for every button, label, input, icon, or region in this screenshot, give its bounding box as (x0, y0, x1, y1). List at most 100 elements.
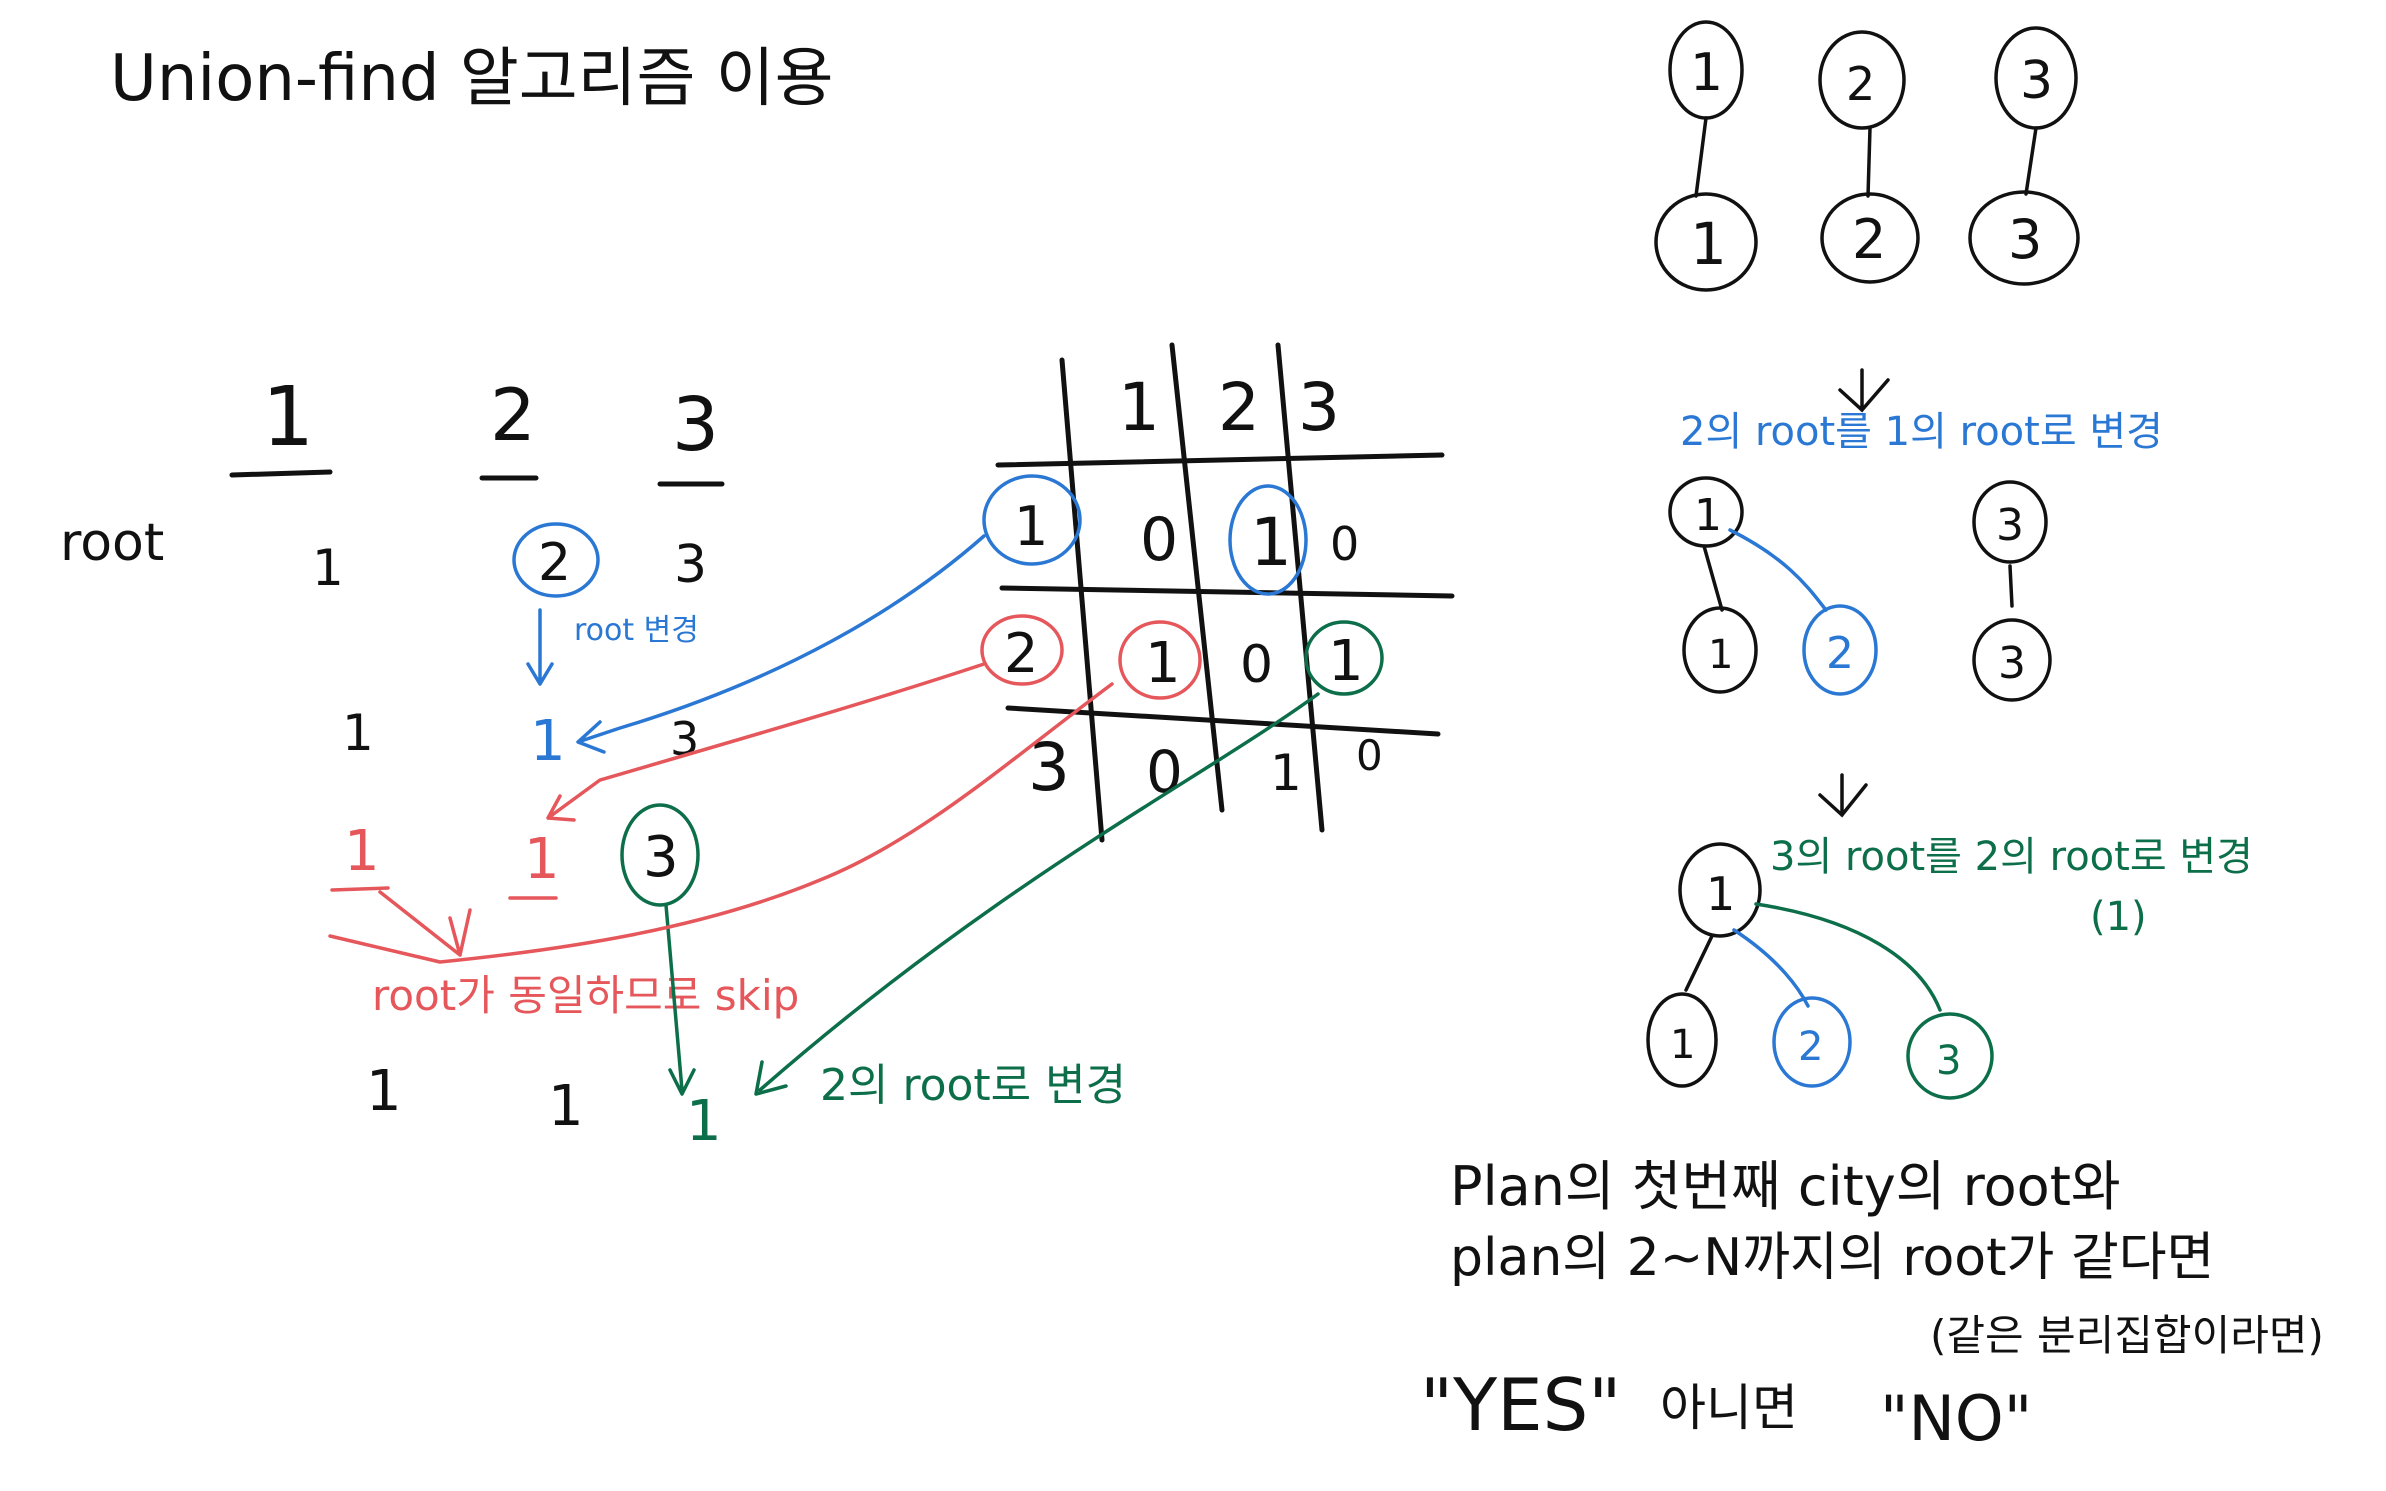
cell-2-1: 1 (1145, 631, 1181, 696)
arrow-blue-connector (576, 534, 986, 754)
tree0-child-label-3: 3 (2008, 208, 2042, 271)
tree0-child-label-2: 2 (1852, 208, 1886, 271)
tree-label-2-sub: (1) (2090, 894, 2147, 940)
grid-hline-1 (995, 452, 1445, 468)
tree0-edge-2 (1866, 126, 1872, 198)
arrow-red-connector-2 (328, 682, 1114, 964)
step-marker-2 (1818, 773, 1868, 818)
tree-initial: 1 1 2 2 3 3 (1654, 20, 2080, 292)
circle-cell-1-2 (1228, 484, 1308, 596)
matrix-col-2: 2 (1218, 369, 1260, 446)
header-underline-1 (229, 469, 333, 478)
cell-1-2: 1 (1250, 504, 1292, 581)
root-step1-2: 1 (530, 709, 566, 774)
tree1-child-a2 (1802, 604, 1878, 696)
tree2-root (1678, 842, 1762, 938)
tree1-root-b-label: 3 (1996, 500, 2024, 551)
tree-state2: 1 1 2 3 (1646, 842, 1994, 1100)
tree0-edge-1 (1694, 116, 1708, 198)
cell-1-3: 0 (1330, 517, 1359, 571)
tree1-root-b (1972, 480, 2048, 564)
conclusion-line-3: (같은 분리집합이라면) (1930, 1311, 2324, 1360)
cell-1-1: 0 (1140, 505, 1178, 575)
cell-2-2: 0 (1240, 635, 1273, 695)
tree1-edge-a2 (1728, 528, 1828, 612)
tree0-root-label-1: 1 (1690, 43, 1723, 103)
circle-row-1 (982, 474, 1082, 566)
tree1-edge-a1 (1702, 544, 1724, 612)
matrix-row-3: 3 (1028, 729, 1070, 806)
tree2-edge-1 (1684, 934, 1714, 992)
conclusion-line-2: plan의 2~N까지의 root가 같다면 (1450, 1228, 2214, 1288)
root-table: 1 2 3 root 1 2 3 root 변경 1 1 3 1 1 3 roo… (60, 370, 1126, 1154)
conclusion-else: 아니면 (1660, 1379, 1798, 1437)
tree2-child-2 (1772, 996, 1852, 1088)
cell-2-3: 1 (1328, 629, 1364, 694)
circle-root-3 (620, 803, 700, 907)
tree2-root-label: 1 (1706, 867, 1735, 921)
adjacency-matrix: 1 2 3 1 2 3 0 1 0 1 0 1 0 1 0 (980, 342, 1455, 843)
tree-label-1: 2의 root를 1의 root로 변경 (1680, 409, 2163, 455)
root-change-note-green: 2의 root로 변경 (820, 1060, 1126, 1111)
circle-root-2 (512, 522, 600, 598)
conclusion-yes: "YES" (1420, 1363, 1621, 1447)
tree0-edge-3 (2024, 126, 2038, 196)
step2-underline-1 (330, 886, 390, 892)
cell-3-2: 1 (1270, 744, 1302, 802)
tree1-root-a-label: 1 (1694, 490, 1722, 541)
conclusion: Plan의 첫번째 city의 root와 plan의 2~N까지의 root가… (1420, 1155, 2324, 1455)
tree1-child-a1 (1682, 606, 1758, 694)
grid-vline-1 (1059, 357, 1105, 843)
root-step0-1: 1 (312, 539, 344, 597)
tree1-edge-b (2008, 564, 2014, 608)
tree2-child-1 (1646, 992, 1718, 1088)
conclusion-no: "NO" (1880, 1382, 2032, 1455)
matrix-row-2: 2 (1004, 622, 1038, 685)
arrow-red-connector-1 (546, 662, 986, 822)
root-step0-3: 3 (674, 535, 707, 595)
arrow-down-green (664, 903, 696, 1096)
tree0-child-label-1: 1 (1690, 210, 1727, 278)
root-step3-2: 1 (548, 1074, 584, 1139)
root-step1-1: 1 (342, 704, 374, 762)
arrow-down-blue (526, 608, 554, 686)
root-header-2: 2 (490, 373, 536, 457)
tree0-root-label-2: 2 (1846, 57, 1875, 111)
grid-vline-2 (1169, 342, 1225, 813)
grid-hline-3 (1005, 705, 1441, 737)
tree2-child-3-label: 3 (1936, 1038, 1961, 1084)
root-step0-2: 2 (538, 533, 571, 593)
root-change-note: root 변경 (574, 613, 699, 648)
tree1-child-b (1972, 618, 2052, 702)
page-title: Union-find 알고리즘 이용 (110, 42, 833, 116)
root-step2-1: 1 (344, 819, 380, 884)
tree2-edge-3 (1754, 902, 1942, 1012)
root-step2-2: 1 (524, 827, 560, 892)
tree0-child-2 (1820, 192, 1920, 284)
tree1-child-a2-label: 2 (1826, 628, 1854, 679)
root-header-3: 3 (672, 382, 719, 468)
circle-row-2 (980, 614, 1064, 686)
tree-state1: 1 1 2 3 3 (1668, 476, 2052, 702)
tree0-child-3 (1968, 190, 2080, 286)
step-marker-1 (1838, 368, 1890, 413)
tree0-root-2 (1818, 30, 1906, 130)
tree0-root-label-3: 3 (2020, 51, 2053, 111)
root-row-label: root (60, 513, 164, 573)
circle-cell-2-3 (1304, 620, 1384, 696)
grid-hline-2 (999, 585, 1455, 599)
matrix-row-1: 1 (1014, 495, 1048, 558)
tree1-root-a (1668, 476, 1744, 548)
matrix-col-3: 3 (1298, 369, 1340, 446)
grid-vline-3 (1275, 342, 1325, 833)
skip-marker (378, 890, 472, 957)
conclusion-line-1: Plan의 첫번째 city의 root와 (1450, 1155, 2121, 1218)
root-step2-3: 3 (643, 825, 679, 890)
skip-note: root가 동일하므로 skip (372, 971, 799, 1020)
tree1-child-a1-label: 1 (1708, 632, 1733, 678)
tree0-child-1 (1654, 192, 1758, 292)
tree1-child-b-label: 3 (1998, 638, 2026, 689)
tree2-child-2-label: 2 (1798, 1024, 1823, 1070)
root-step3-3: 1 (686, 1089, 722, 1154)
